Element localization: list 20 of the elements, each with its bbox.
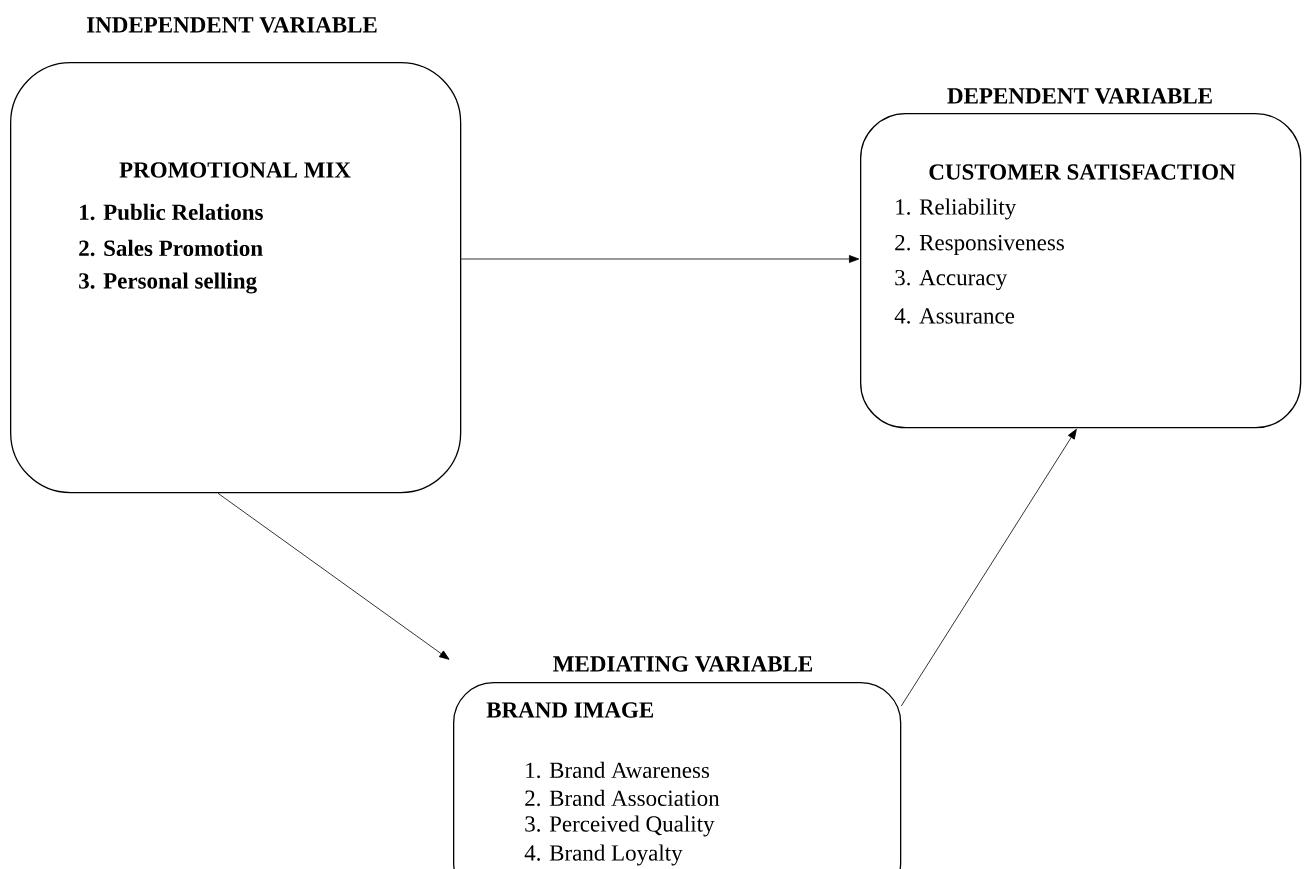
box-title: BRAND IMAGE <box>486 702 654 718</box>
list-item: 4. Brand Loyalty <box>524 844 683 866</box>
list-item: 1. Public Relations <box>80 203 263 221</box>
list-item: 1. Reliability <box>896 198 1017 220</box>
list-item: 2. Sales Promotion <box>79 239 263 257</box>
box-title: PROMOTIONAL MIX <box>119 162 351 178</box>
heading: INDEPENDENT VARIABLE <box>86 17 377 33</box>
arrow <box>217 492 450 660</box>
list-item: 2. Responsiveness <box>895 234 1064 256</box>
heading: DEPENDENT VARIABLE <box>947 88 1212 104</box>
heading: MEDIATING VARIABLE <box>553 656 813 672</box>
list-item: 4. Assurance <box>894 308 1015 324</box>
list-item: 1. Brand Awareness <box>526 761 710 779</box>
list-item: 3. Personal selling <box>79 272 257 294</box>
list-item: 3. Perceived Quality <box>525 815 715 837</box>
box-title: CUSTOMER SATISFACTION <box>929 164 1236 180</box>
list-item: 3. Accuracy <box>895 269 1008 291</box>
list-item: 2. Brand Association <box>525 789 720 807</box>
arrow <box>900 428 1077 707</box>
arrow <box>460 255 860 263</box>
